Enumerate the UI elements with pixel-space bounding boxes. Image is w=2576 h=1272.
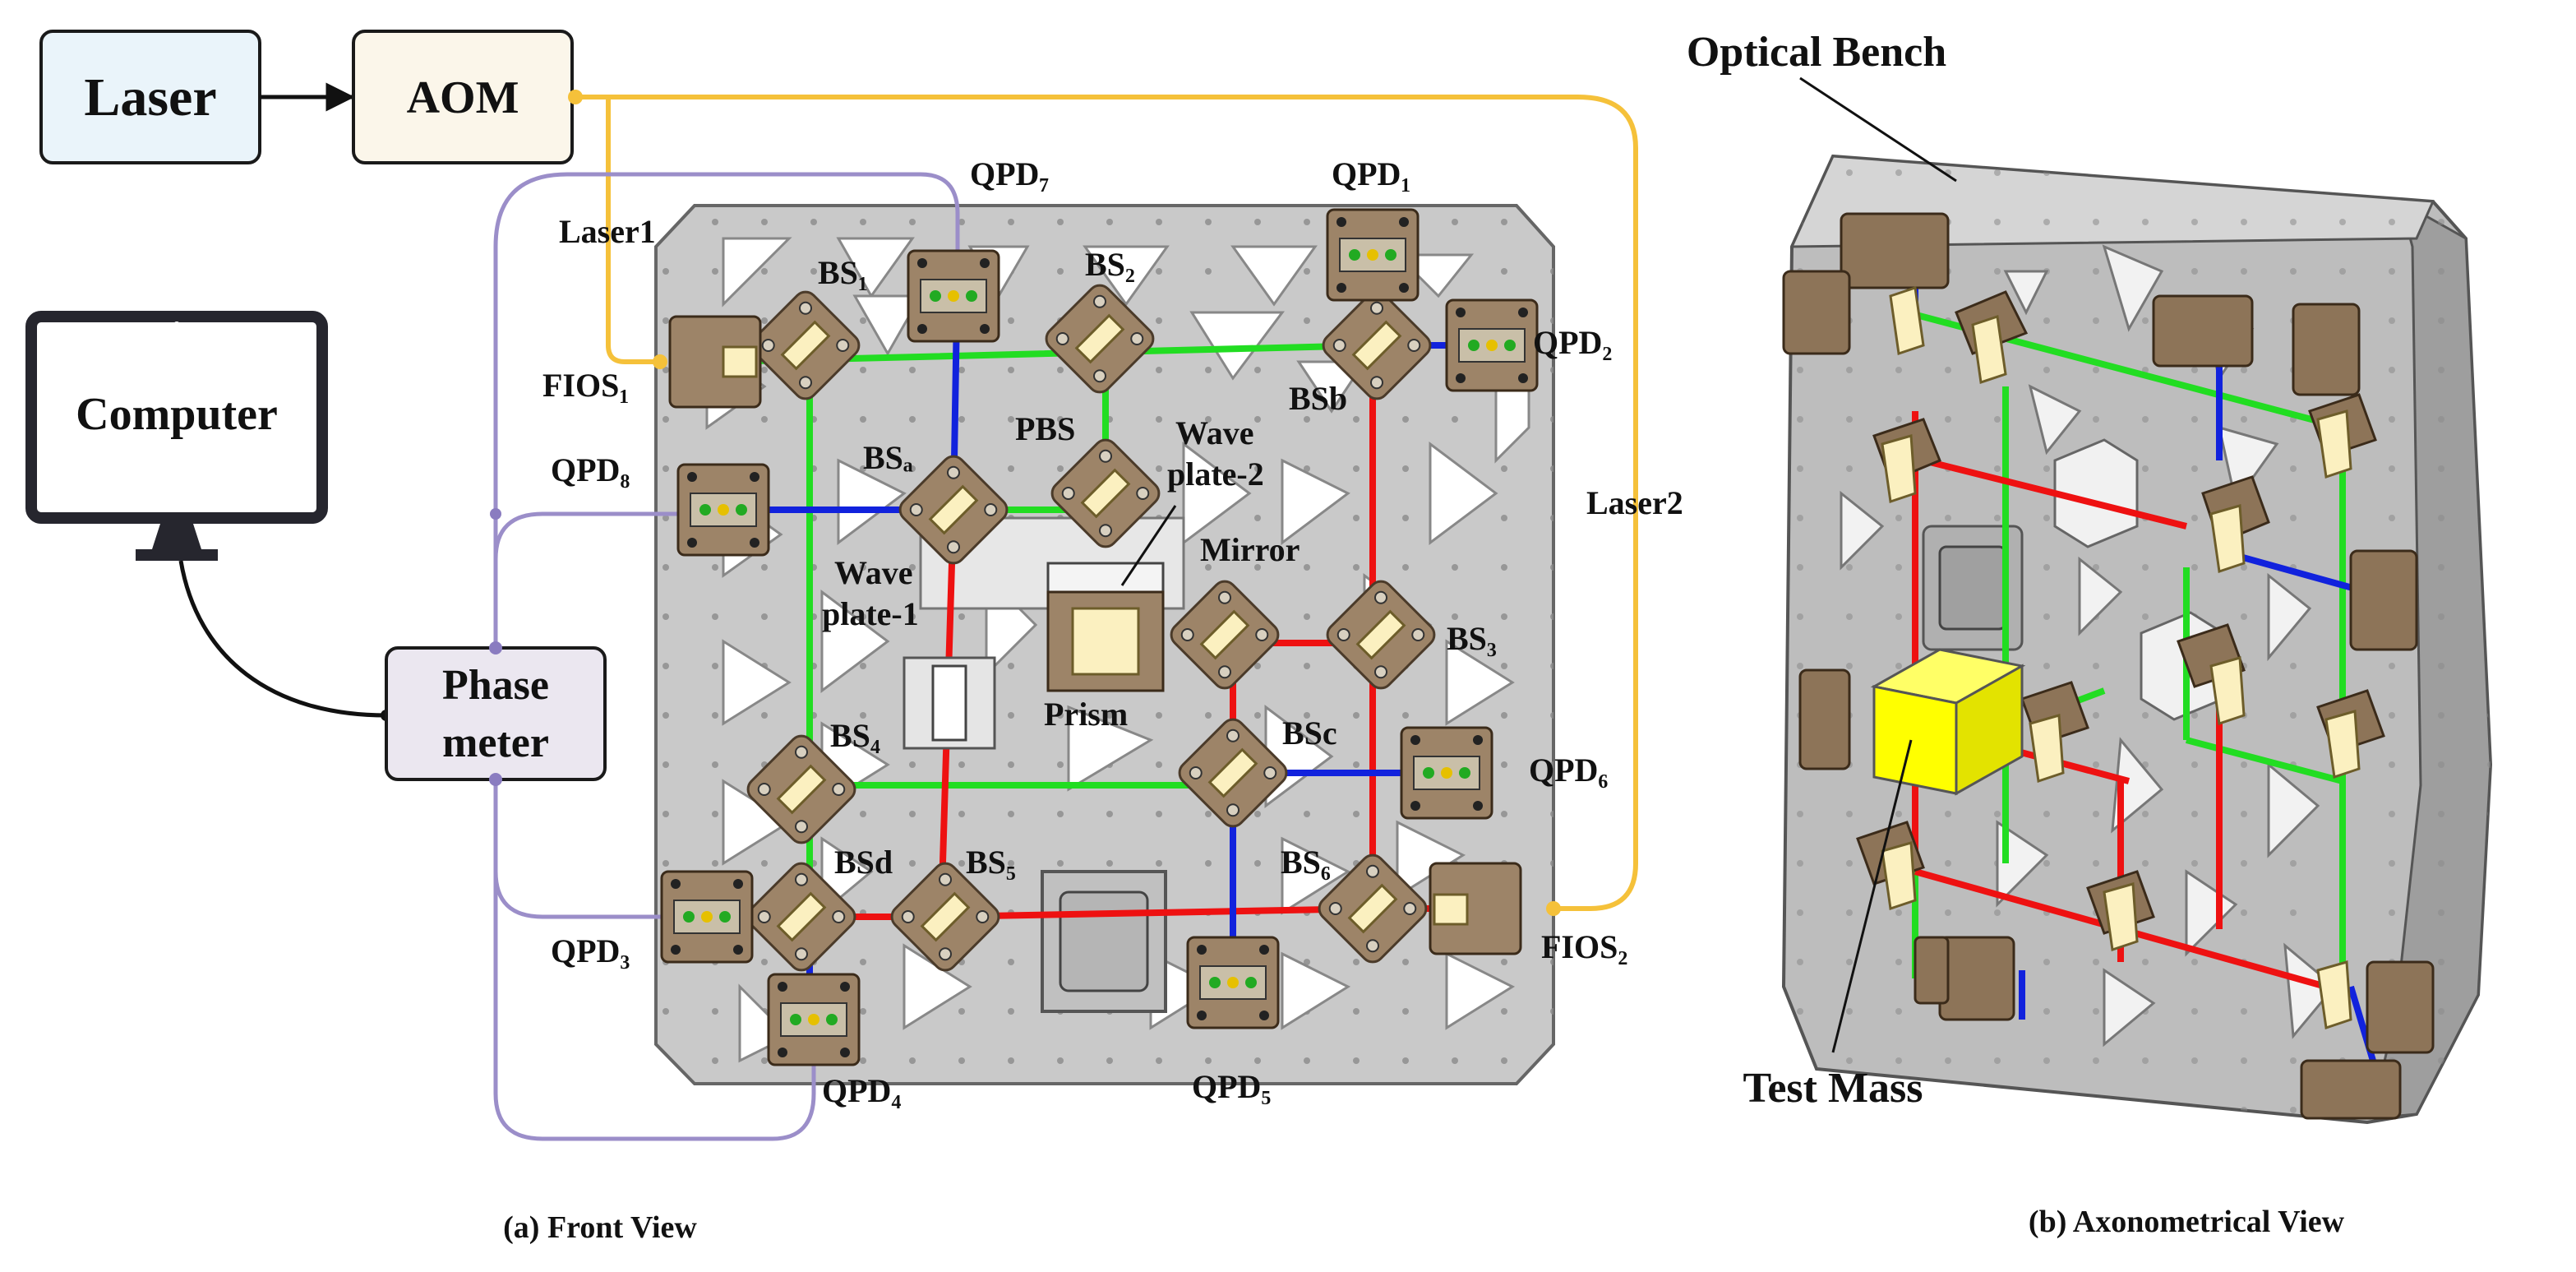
qpd6-label: QPD₆: [1529, 752, 1608, 789]
qpd1-label: QPD₁: [1332, 155, 1410, 192]
qpd4-label: QPD₄: [822, 1072, 901, 1109]
bs2-label: BS₂: [1085, 246, 1135, 283]
qpd8-label: QPD₈: [551, 451, 630, 488]
front-caption: (a) Front View: [503, 1210, 697, 1245]
front-labels: Laser1 Laser2 QPD₇ QPD₁ QPD₂ QPD₈ QPD₆ Q…: [542, 155, 1683, 1109]
fios2-label: FIOS₂: [1541, 928, 1627, 965]
computer-to-phasemeter-link: [178, 560, 387, 718]
bsa-label: BSₐ: [863, 439, 913, 476]
waveplate1-label-1: Wave: [834, 554, 913, 591]
qpd3-label: QPD₃: [551, 932, 630, 969]
laser-block: Laser: [39, 30, 261, 164]
bs5-label: BS₅: [966, 844, 1016, 881]
bsd-label: BSd: [834, 844, 893, 881]
laser1-fiber: [572, 95, 666, 364]
optical-bench-label: Optical Bench: [1687, 29, 1946, 76]
waveplate2-label-2: plate-2: [1167, 456, 1264, 493]
test-mass-label: Test Mass: [1743, 1065, 1923, 1112]
computer-label: Computer: [76, 389, 278, 440]
laser2-fiber: [572, 95, 1638, 911]
laser1-label: Laser1: [559, 213, 656, 250]
bsc-label: BSc: [1282, 715, 1337, 752]
aom-label: AOM: [407, 72, 519, 123]
waveplate1-label-2: plate-1: [822, 595, 919, 632]
mirror-label: Mirror: [1200, 531, 1300, 568]
computer-icon: Computer: [25, 311, 328, 561]
phase-meter-block: Phase meter: [385, 646, 607, 781]
bs3-label: BS₃: [1447, 620, 1497, 657]
bs4-label: BS₄: [830, 717, 880, 754]
phase-meter-label-2: meter: [442, 719, 549, 766]
qpd5-label: QPD₅: [1192, 1068, 1271, 1105]
fios1-label: FIOS₁: [542, 367, 629, 404]
pbs-label: PBS: [1015, 410, 1075, 447]
test-mass: [1870, 648, 2026, 796]
waveplate2-label-1: Wave: [1175, 414, 1254, 451]
laser2-label: Laser2: [1586, 484, 1683, 521]
bs1-label: BS₁: [818, 254, 868, 291]
qpd2-label: QPD₂: [1533, 324, 1612, 361]
phase-meter-label-1: Phase: [442, 662, 549, 709]
axo-labels: Optical Bench Test Mass: [1687, 29, 1957, 1112]
fiber-routes: [572, 95, 1638, 911]
axo-caption: (b) Axonometrical View: [2029, 1205, 2345, 1239]
bs6-label: BS₆: [1281, 844, 1331, 881]
qpd7-label: QPD₇: [970, 155, 1049, 192]
aom-block: AOM: [352, 30, 574, 164]
bsb-label: BSb: [1289, 380, 1347, 417]
axo-components: [1782, 212, 2435, 1120]
signal-cables: [493, 172, 960, 1141]
prism-label: Prism: [1044, 696, 1128, 733]
optics: [660, 208, 1539, 1066]
laser-label: Laser: [84, 67, 216, 127]
